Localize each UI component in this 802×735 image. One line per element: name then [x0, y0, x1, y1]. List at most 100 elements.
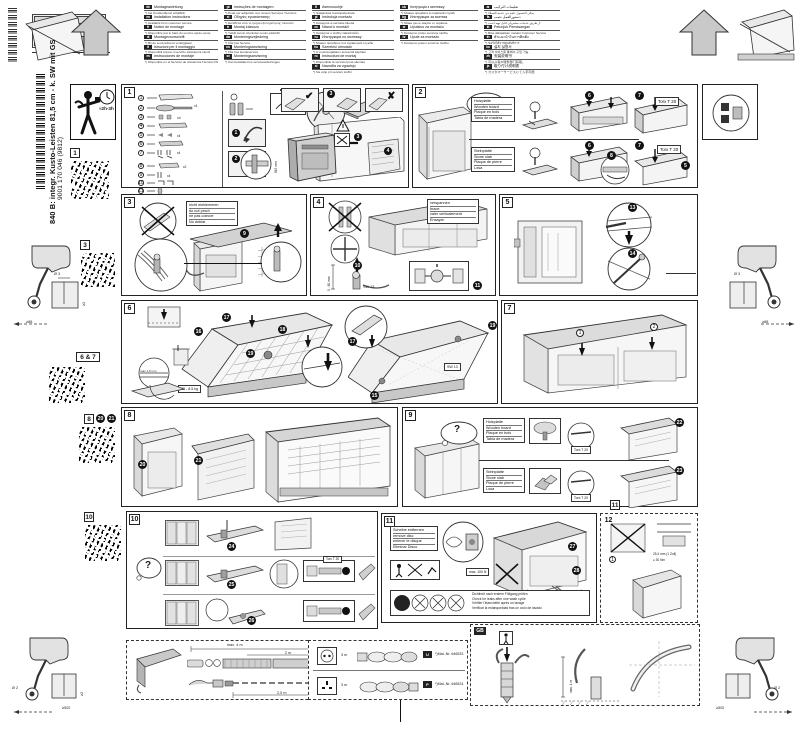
qr-tag: 1: [70, 148, 80, 158]
do-dont-row: ✔ 3 ✘: [281, 88, 405, 114]
orientation-arrow-left: [70, 8, 122, 63]
lang-code: uk: [400, 5, 408, 10]
lang-sub: *) 可以从客户服务部门获取。: [485, 60, 526, 65]
lang-sub: *) Dostupné u služby zákazníkům: [313, 30, 359, 35]
panel-8: 8 20 21: [121, 407, 398, 507]
qr-tag: 8: [84, 414, 94, 424]
lang-code: sl: [312, 64, 320, 69]
lang-title: Instruções de montagem: [234, 5, 274, 9]
panel-number: 11: [384, 516, 395, 527]
lang-sub: *) Може да се закупи от сервиза: [401, 20, 448, 25]
lang-title: Upute za montažu: [410, 34, 440, 39]
lang-sub: *) Fås hos Service: [225, 40, 251, 45]
lang-title: Návod k montáži: [322, 24, 349, 29]
variant-label: Tabla de madera: [474, 115, 503, 120]
callout-index: 1: [609, 556, 616, 563]
step-bullet: 2: [232, 155, 240, 163]
lang-sub: *) 고객 서비스를 통해서 구입 가능: [485, 50, 529, 55]
qr-code: [80, 252, 116, 288]
lang-title: Monteringsanvisning: [234, 54, 267, 59]
lang-code: id: [484, 24, 492, 30]
lang-sub: *) Можно приобрести в сервисной службе: [313, 40, 374, 45]
variant-label: Stone slab: [474, 155, 512, 161]
lang-sub: *) Bij de servicedienst verkrijgbaar: [145, 40, 192, 45]
panel-11: 11 Scheibe entfernen remove disc enlever…: [381, 513, 597, 623]
lang-sub: *) Available from customer service: [145, 20, 192, 25]
lang-code: ro: [312, 54, 320, 59]
note-line: Scheibe entfernen: [393, 528, 435, 534]
hose-lower-dim: 2,0 m: [277, 691, 287, 695]
check-no-icon: ✘: [387, 91, 396, 102]
lang-title: Інструкція з монтажу: [410, 5, 445, 9]
lang-sub: *) Disponibili presso il servizio assist…: [145, 50, 211, 55]
dim-label: 25,4 mm (1 Zoll): [653, 552, 677, 556]
variant-label: Holzplatte: [474, 99, 512, 105]
check-ok-icon: ✔: [305, 91, 314, 102]
panel-number: 2: [415, 87, 426, 98]
panel-number: 10: [129, 514, 140, 525]
lang-title: คำแนะนำในการติดตั้ง: [494, 34, 529, 39]
part-index: 7: [138, 150, 144, 156]
drill-diameter-label: Ø 3: [734, 272, 741, 276]
lang-sub: *) Disponibile la serviciul post-vânzare: [313, 60, 366, 65]
lang-code: cs: [312, 24, 320, 30]
lang-code: sr: [400, 24, 408, 30]
drill-diagram-mid-left: Ø 3 ≥2 ≥88: [8, 238, 100, 336]
variant-stone-callout: Steinplatte Stone slab Plaque de pierre …: [483, 468, 525, 494]
drill-diagram-bottom-right: Ø 2 ≥502: [700, 632, 800, 724]
callout-index: 21: [194, 456, 203, 465]
lang-sub: *) Saatavissa huoltopalvelusta: [313, 10, 355, 15]
lang-code: da: [224, 34, 232, 40]
callout-index: 23: [675, 466, 684, 475]
lang-code: fa: [484, 14, 492, 20]
callout-index: 17: [222, 313, 231, 322]
tool-label-bottom: Torx T 20: [571, 494, 592, 502]
panel-number: 8: [124, 410, 135, 421]
mat-no: *)Mat.-Nr. 646533: [435, 652, 464, 656]
lang-title: Инструкция по монтажу: [322, 34, 362, 39]
step-bullet: 3: [327, 90, 335, 98]
callout-index: 6: [585, 141, 594, 150]
svg-text:x4: x4: [177, 151, 181, 155]
panel-number: 1: [124, 87, 135, 98]
callout-index: 22: [675, 418, 684, 427]
callout-index: 2: [650, 323, 658, 331]
part-qty: x1: [194, 104, 198, 108]
lang-title: Szerelési útmutató: [322, 44, 352, 49]
lang-title: Οδηγίες εγκατάστασης: [234, 14, 271, 19]
tool-label-bottom: Torx T 20: [657, 145, 682, 154]
panel-number: 7: [504, 303, 515, 314]
panel-7: 7 1 2: [501, 300, 698, 404]
variant-stone-callout: Steinplatte Stone slab Plaque de pierre …: [471, 147, 515, 173]
lang-code: el: [224, 14, 232, 20]
variant-label: Plaque en bois: [486, 431, 522, 437]
part-index: 4: [138, 123, 144, 129]
check-line: Vérifier l'étanchéité après un lavage: [472, 601, 525, 606]
lang-title: Инструкция за монтаж: [410, 14, 448, 19]
lang-title: Istruzioni per il montaggio: [154, 44, 195, 49]
callout-index: 27: [568, 542, 577, 551]
panel-1: 1 1 2 x1 3 x4 4 5 x4 6 7 x4 8 x2 9 x4 10…: [121, 84, 409, 195]
time-estimate: ≈2h-3h: [99, 106, 114, 111]
panel-2: 2 ? Holzplatte Wooden board Plaque en bo…: [412, 84, 698, 188]
leak-check-row: [390, 590, 590, 616]
check-line: Dichtheit nach erstem Füllgang prüfen: [472, 592, 528, 596]
variant-label: Stone slab: [486, 476, 522, 482]
drill-depth-label: ≥2: [82, 301, 86, 306]
lang-code: fr: [144, 24, 152, 30]
lang-title: Notice de montage: [154, 24, 185, 29]
gb-max-dim: max. 1 m: [569, 679, 573, 693]
panel-6: 6 17 16 18: [121, 300, 498, 404]
plug-code: U: [423, 651, 432, 658]
hose-total-dim: max. 4 m: [227, 643, 243, 647]
step-bullet: 3: [354, 133, 362, 141]
check-line: Check for leaks after one wash cycle: [472, 596, 526, 601]
part-index: 6: [138, 141, 144, 147]
note-line: Ensayar: [430, 217, 444, 222]
lang-title: Instrucțiuni de montaj: [322, 54, 357, 59]
